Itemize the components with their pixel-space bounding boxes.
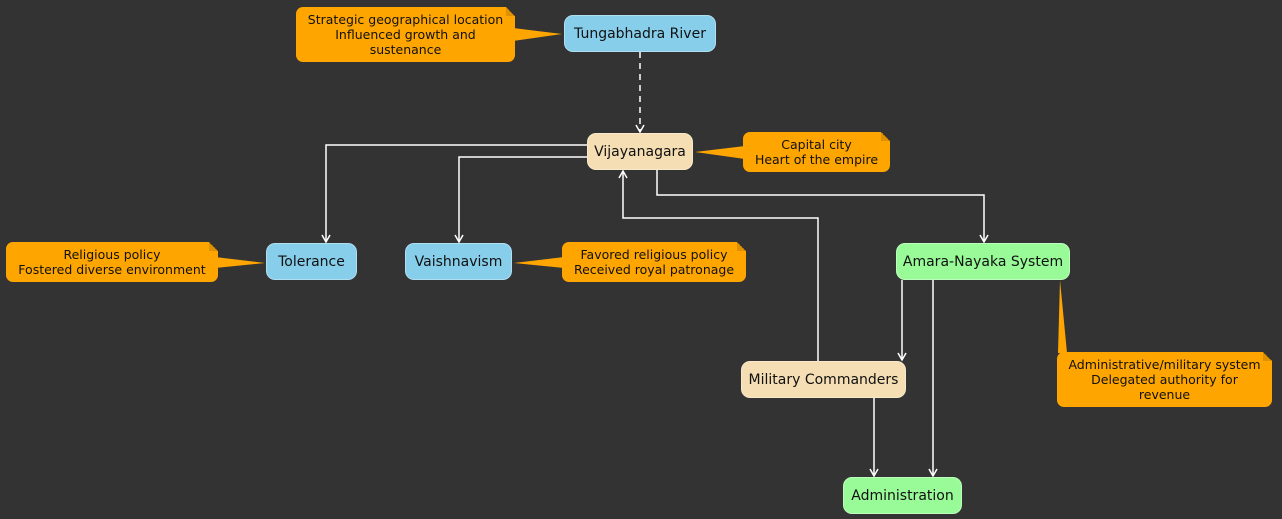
node-vijayanagara: Vijayanagara	[587, 133, 693, 170]
note-amara-nayaka: Administrative/military system Delegated…	[1057, 352, 1272, 407]
node-vaishnavism: Vaishnavism	[405, 243, 512, 280]
node-tolerance: Tolerance	[266, 243, 357, 280]
node-military-commanders: Military Commanders	[741, 361, 906, 398]
note-line: Heart of the empire	[754, 152, 879, 167]
note-pointer-vaish	[514, 257, 564, 268]
note-line: Delegated authority for	[1091, 372, 1238, 387]
note-line: revenue	[1138, 387, 1191, 402]
note-river: Strategic geographical location Influenc…	[296, 7, 515, 62]
edge-military-to-vijayanagara	[618, 169, 819, 361]
node-label: Administration	[851, 487, 954, 504]
note-line: Fostered diverse environment	[18, 262, 206, 277]
note-pointer-amara	[1058, 280, 1067, 353]
node-label: Military Commanders	[748, 371, 899, 388]
note-line: Administrative/military system	[1068, 357, 1261, 372]
node-label: Tolerance	[278, 253, 345, 270]
node-label: Vijayanagara	[594, 143, 686, 160]
note-line: Strategic geographical location	[307, 12, 504, 27]
node-label: Amara-Nayaka System	[902, 253, 1064, 270]
node-amara-nayaka-system: Amara-Nayaka System	[896, 243, 1070, 280]
note-line: sustenance	[369, 42, 442, 57]
edge-vijayanagara-to-vaishnavism	[454, 156, 588, 244]
node-label: Tungabhadra River	[574, 25, 706, 42]
node-administration: Administration	[843, 477, 962, 514]
note-capital: Capital city Heart of the empire	[743, 132, 890, 172]
note-line: Capital city	[781, 137, 852, 152]
note-vaishnavism: Favored religious policy Received royal …	[562, 242, 746, 282]
note-line: Influenced growth and	[335, 27, 476, 42]
note-pointer-capital	[695, 146, 745, 159]
note-line: Received royal patronage	[573, 262, 735, 277]
note-pointer-river	[513, 28, 562, 41]
node-tungabhadra-river: Tungabhadra River	[564, 15, 716, 52]
note-line: Religious policy	[63, 247, 161, 262]
edge-vijayanagara-to-tolerance	[321, 144, 588, 244]
edge-vijayanagara-to-amara	[656, 170, 989, 244]
node-label: Vaishnavism	[414, 253, 503, 270]
note-religious: Religious policy Fostered diverse enviro…	[6, 242, 218, 282]
note-line: Favored religious policy	[580, 247, 728, 262]
note-pointer-religious	[215, 257, 265, 268]
